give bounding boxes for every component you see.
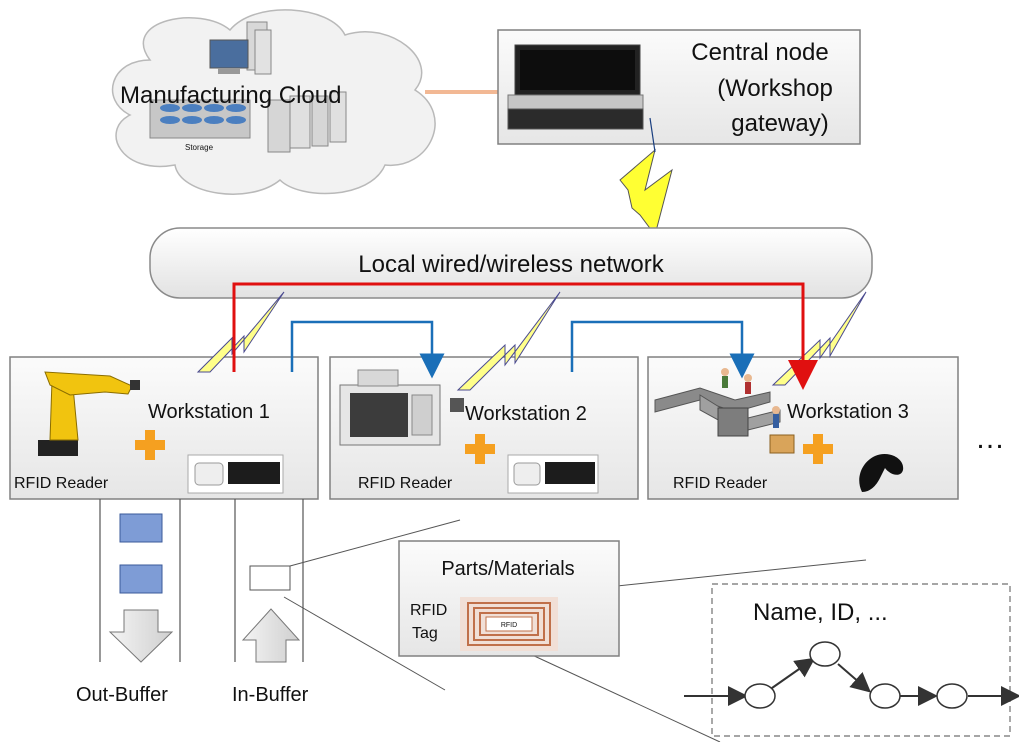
- buffer-item: [249, 565, 291, 591]
- wireless-link-icon: [196, 291, 285, 373]
- robot-arm-icon: [38, 371, 140, 456]
- manufacturing-cloud: Storage Manufacturing Cloud: [111, 9, 436, 195]
- rfid-tag-label-line1: RFID: [410, 602, 447, 619]
- blue-flow-path-2-3: [570, 320, 755, 379]
- arrow-up-icon: [241, 608, 301, 663]
- workstation-3-reader-label: RFID Reader: [673, 475, 768, 492]
- workstation-1-reader-label: RFID Reader: [14, 475, 109, 492]
- central-node: Central node (Workshop gateway): [497, 29, 861, 145]
- arrow-down-icon: [108, 609, 174, 663]
- network-label: Local wired/wireless network: [358, 251, 664, 278]
- local-network: Local wired/wireless network: [149, 227, 873, 299]
- rfid-tag-label-line2: Tag: [412, 625, 438, 642]
- route-node: [869, 683, 901, 709]
- rfid-chip-text: RFID: [501, 622, 517, 629]
- central-node-line3: gateway): [731, 110, 828, 137]
- central-node-line1: Central node: [691, 39, 828, 66]
- central-node-line2: (Workshop: [717, 75, 833, 102]
- rfid-reader-device-icon: [187, 454, 284, 494]
- out-buffer: Out-Buffer: [76, 499, 181, 706]
- storage-caption: Storage: [185, 143, 214, 152]
- tag-info-label: Name, ID, ...: [753, 599, 888, 626]
- route-node: [744, 683, 776, 709]
- workstation-1-label: Workstation 1: [148, 401, 270, 423]
- gateway-computer-icon: [507, 44, 644, 130]
- process-route-graph: [684, 657, 1019, 706]
- plus-icon: [803, 434, 833, 464]
- blue-flow-path-1-2: [290, 320, 445, 379]
- monitor-icon: [209, 39, 249, 74]
- plus-icon: [465, 434, 495, 464]
- cnc-machine-icon: [339, 369, 464, 446]
- wireless-link-icon: [456, 291, 561, 391]
- workstation-2-reader-label: RFID Reader: [358, 475, 453, 492]
- storage-icon: [149, 99, 251, 139]
- red-flow-path: [232, 282, 818, 390]
- wireless-link-icon: [619, 148, 673, 237]
- workstation-1: Workstation 1 RFID Reader: [9, 356, 319, 500]
- workstation-3-label: Workstation 3: [787, 401, 909, 423]
- route-node: [936, 683, 968, 709]
- server-icon: [246, 21, 347, 153]
- assembly-line-icon: [654, 368, 795, 454]
- rfid-reader-device-icon: [507, 454, 599, 494]
- route-node: [809, 641, 841, 667]
- cloud-label: Manufacturing Cloud: [120, 82, 341, 109]
- in-buffer: In-Buffer: [232, 499, 309, 706]
- workstation-2-label: Workstation 2: [465, 403, 587, 425]
- workstation-3: Workstation 3 RFID Reader: [647, 356, 959, 500]
- out-buffer-label: Out-Buffer: [76, 684, 168, 706]
- handheld-reader-icon: [859, 453, 904, 492]
- workstation-2: Workstation 2 RFID Reader: [329, 356, 639, 500]
- rfid-tag-icon: RFID: [460, 597, 558, 651]
- in-buffer-label: In-Buffer: [232, 684, 309, 706]
- parts-materials-box: Parts/Materials RFID Tag RFID: [398, 540, 620, 657]
- more-workstations-ellipsis: …: [975, 422, 1005, 455]
- tag-info-box: Name, ID, ...: [684, 583, 1019, 737]
- buffer-block: [119, 513, 163, 543]
- buffer-block: [119, 564, 163, 594]
- plus-icon: [135, 430, 165, 460]
- parts-title: Parts/Materials: [441, 558, 574, 580]
